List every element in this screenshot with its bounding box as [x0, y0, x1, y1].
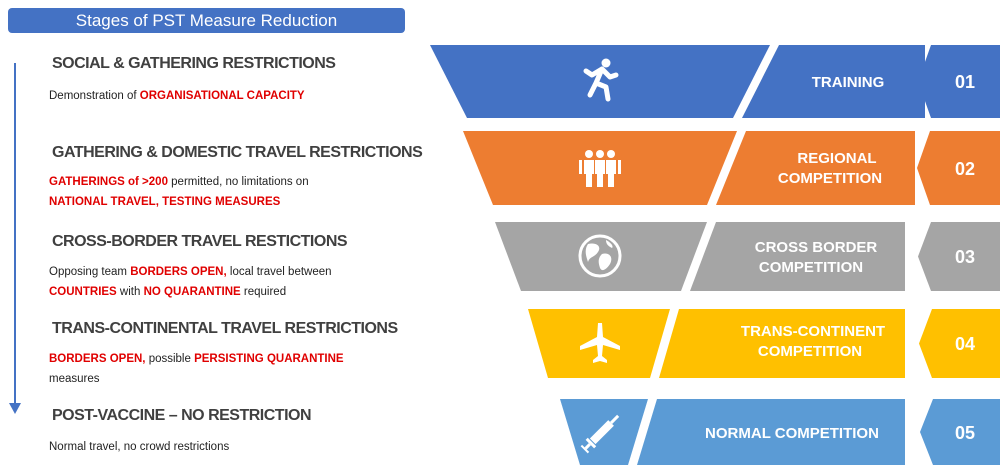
highlighted-text: BORDERS OPEN, — [49, 353, 146, 365]
description-text: possible — [145, 353, 195, 365]
stage-1-description: Demonstration of ORGANISATIONAL CAPACITY — [49, 86, 305, 106]
stage-5-title: POST-VACCINE – NO RESTRICTION — [52, 407, 312, 424]
stage-3-title: CROSS-BORDER TRAVEL RESTICTIONS — [52, 233, 348, 250]
highlighted-text: BORDERS OPEN, — [130, 266, 227, 278]
level-4-number-badge — [919, 309, 1000, 378]
highlighted-text: NATIONAL TRAVEL, TESTING MEASURES — [49, 196, 281, 208]
description-text: Normal travel, no crowd restrictions — [49, 441, 230, 453]
description-text: Opposing team — [49, 266, 131, 278]
stage-1-title: SOCIAL & GATHERING RESTRICTIONS — [52, 55, 336, 72]
highlighted-text: COUNTRIES — [49, 286, 117, 298]
stage-4-description: BORDERS OPEN, possible PERSISTING QUARAN… — [49, 349, 344, 389]
level-5: NORMAL COMPETITION 05 — [560, 399, 1000, 465]
description-text: required — [240, 286, 287, 298]
group-of-people-icon — [579, 150, 621, 187]
description-text: measures — [49, 373, 100, 385]
stage-4-title: TRANS-CONTINENTAL TRAVEL RESTRICTIONS — [52, 320, 398, 337]
level-3-number-badge — [918, 222, 1000, 291]
stage-3-description: Opposing team BORDERS OPEN, local travel… — [49, 262, 332, 302]
description-text: with — [116, 286, 144, 298]
level-4: TRANS-CONTINENT COMPETITION 04 — [528, 309, 1000, 378]
level-2-number: 02 — [955, 159, 975, 179]
level-1-label-band — [742, 45, 925, 118]
level-2-label-line-1: REGIONAL — [797, 150, 876, 167]
level-4-label-line-2: COMPETITION — [758, 343, 862, 360]
highlighted-text: ORGANISATIONAL CAPACITY — [139, 90, 305, 102]
highlighted-text: NO QUARANTINE — [143, 286, 241, 298]
stage-2-title: GATHERING & DOMESTIC TRAVEL RESTRICTIONS — [52, 144, 423, 161]
description-text: permitted, no limitations on — [167, 176, 309, 188]
level-3-number: 03 — [955, 247, 975, 267]
level-1: TRAINING 01 — [430, 45, 1000, 118]
description-text: local travel between — [226, 266, 332, 278]
airplane-icon — [580, 323, 620, 363]
page-title: Stages of PST Measure Reduction — [8, 8, 405, 33]
stage-2-description: GATHERINGS of >200 permitted, no limitat… — [49, 172, 309, 212]
level-4-number: 04 — [955, 334, 975, 354]
level-5-label: NORMAL COMPETITION — [705, 425, 879, 442]
highlighted-text: PERSISTING QUARANTINE — [194, 353, 344, 365]
globe-icon — [578, 234, 622, 278]
level-1-number-badge — [918, 45, 1000, 118]
level-5-number: 05 — [955, 423, 975, 443]
level-3-label-band — [690, 222, 905, 291]
level-1-icon-band — [430, 45, 770, 118]
level-2: REGIONAL COMPETITION 02 — [463, 131, 1000, 205]
description-text: Demonstration of — [49, 90, 140, 102]
level-2-label-line-2: COMPETITION — [778, 170, 882, 187]
level-5-label-band — [637, 399, 905, 465]
level-4-label-line-1: TRANS-CONTINENT — [741, 323, 885, 340]
level-4-label-band — [659, 309, 905, 378]
running-person-icon — [583, 58, 619, 102]
progression-arrow-head — [9, 403, 21, 414]
level-3-label-line-1: CROSS BORDER — [755, 239, 878, 256]
level-5-number-badge — [920, 399, 1000, 465]
highlighted-text: GATHERINGS of >200 — [49, 176, 168, 188]
syringe-icon — [580, 414, 620, 454]
level-3-label-line-2: COMPETITION — [759, 259, 863, 276]
level-1-label: TRAINING — [812, 74, 885, 91]
stage-5-description: Normal travel, no crowd restrictions — [49, 437, 229, 457]
progression-arrow-line — [14, 63, 16, 405]
level-2-number-badge — [917, 131, 1000, 205]
level-1-number: 01 — [955, 72, 975, 92]
level-3: CROSS BORDER COMPETITION 03 — [495, 222, 1000, 291]
level-2-label-band — [716, 131, 915, 205]
